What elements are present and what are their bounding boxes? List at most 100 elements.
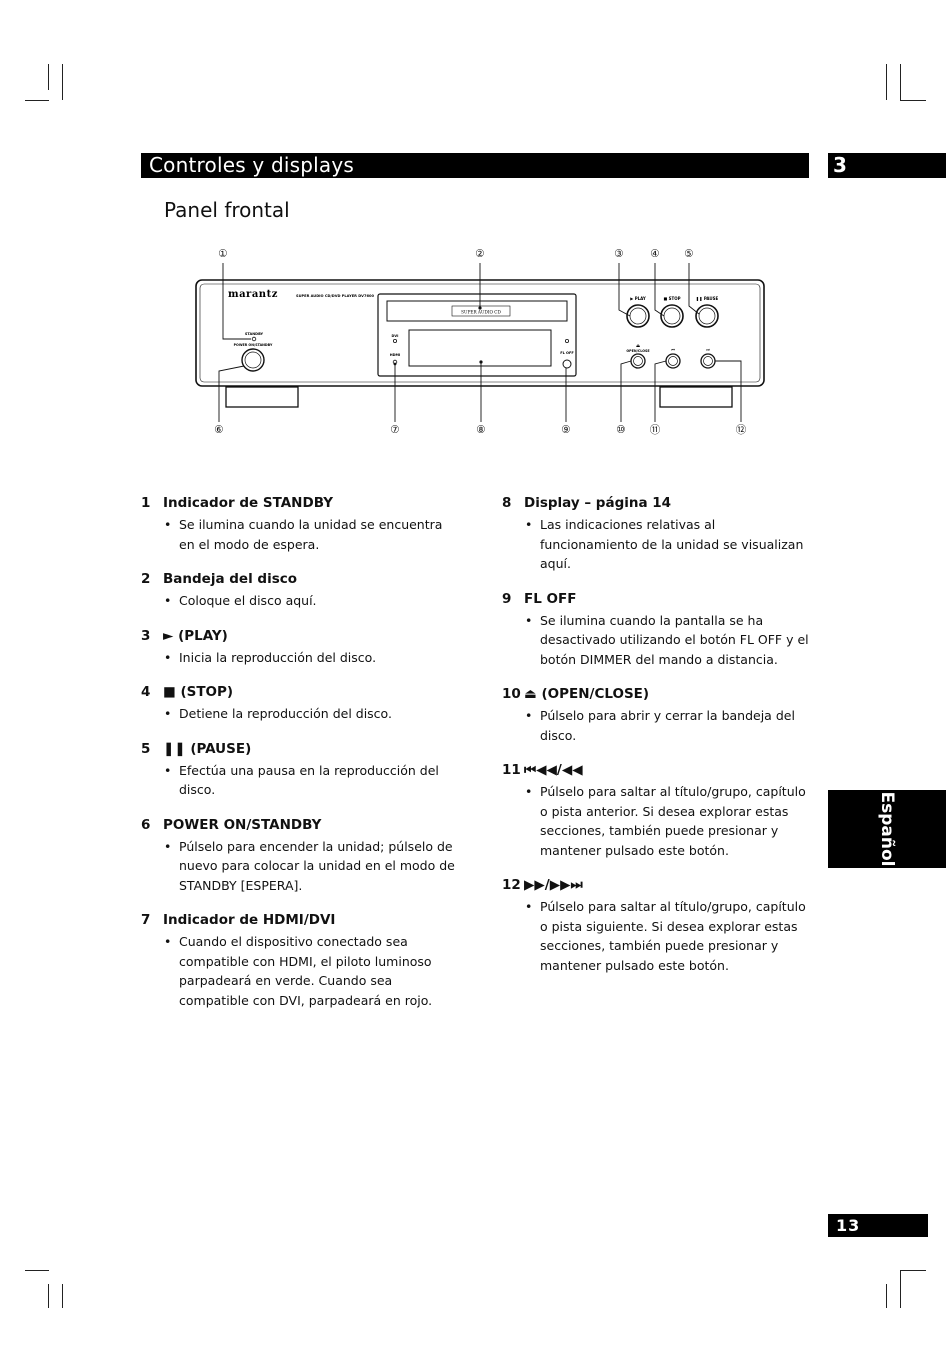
callout-11: ⑪ [650,424,661,436]
bullet-icon: • [164,517,172,532]
item-number: 8 [502,495,512,511]
list-item: 6 POWER ON/STANDBY • Púlselo para encender… [141,816,461,896]
open-close-button[interactable] [630,353,646,369]
bullet-icon: • [164,762,172,778]
bullet-icon: • [525,612,533,628]
item-description: Efectúa una pausa en la reproducción del… [179,762,439,798]
item-description: Detiene la reproducción del disco. [179,706,392,721]
bullet-icon: • [525,899,533,914]
language-tab: Español [828,790,946,868]
item-description: Se ilumina cuando la unidad se encuentra… [179,517,443,552]
leader-lines [218,263,742,422]
disc-tray [386,300,568,322]
open-close-label: OPEN/CLOSE [626,349,650,353]
bullet-icon: • [525,784,533,799]
callout-8: ⑧ [476,424,485,436]
crop-mark [62,1284,63,1308]
crop-mark [886,1284,887,1308]
item-number: 5 [141,740,151,757]
item-title: ► (PLAY) [163,627,228,644]
section-title: Controles y displays [149,153,355,177]
list-item: 3► (PLAY) •Inicia la reproducción del di… [141,627,461,668]
page-subtitle: Panel frontal [164,198,290,222]
stop-label: ■ STOP [663,296,680,301]
item-description: Púlselo para abrir y cerrar la bandeja d… [540,708,795,743]
list-item: 9 FL OFF • Se ilumina cuando la pantalla s… [502,590,812,670]
bullet-icon: • [164,593,172,608]
list-item: 10⏏ (OPEN/CLOSE) •Púlselo para abrir y c… [502,685,812,745]
skip-back-button[interactable] [665,353,681,369]
item-title: ▶▶/▶▶⏭ [524,877,583,893]
item-number: 9 [502,590,512,607]
crop-mark [48,64,49,90]
list-item: 8 Display – página 14 • Las indicaciones r… [502,494,812,574]
crop-mark [900,64,901,100]
section-title-bar: Controles y displays [141,153,809,178]
item-title: POWER ON/STANDBY [163,816,322,833]
callout-2: ② [475,248,484,260]
power-label: POWER ON/STANDBY [234,343,273,347]
item-title: Display – página 14 [524,495,672,511]
disc-tray-frame [377,293,577,377]
list-item: 2 Bandeja del disco • Coloque el disco aqu… [141,570,461,611]
play-label: ▶ PLAY [630,296,646,301]
item-number: 10 [502,686,521,702]
bullet-icon: • [525,517,533,532]
item-number: 7 [141,912,151,928]
brand-logo: marantz [228,289,278,300]
item-title: ■ (STOP) [163,684,234,700]
language-label: Español [877,791,897,867]
skip-forward-icon: ⏭ [706,347,710,352]
item-description: Púlselo para saltar al título/grupo, cap… [540,899,806,973]
fl-off-led [565,338,570,343]
item-title: Bandeja del disco [163,571,298,587]
list-item: 5❚❚ (PAUSE) •Efectúa una pausa en la rep… [141,740,461,800]
sacd-logo: SUPER AUDIO CD [461,310,501,315]
bullet-icon: • [525,708,533,723]
callout-12: ⑫ [736,424,747,436]
item-title: Indicador de STANDBY [163,495,334,511]
item-number: 4 [141,684,151,700]
list-item: 11⏮◀◀/◀◀ • Púlselo para saltar al título/… [502,761,812,860]
dvi-label: DVI [392,334,399,338]
crop-mark [25,1270,49,1271]
right-foot [659,386,733,408]
model-label: SUPER AUDIO CD/DVD PLAYER DV7600 [296,294,374,298]
item-number: 2 [141,571,151,587]
item-title: ⏮◀◀/◀◀ [524,762,583,778]
fl-off-button[interactable] [562,359,572,369]
front-panel-diagram: ① ② ③ ④ ⑤ ⑥ ⑦ ⑧ ⑨ ⑩ ⑪ ⑫ marantz SUPER AU… [195,248,765,436]
item-title: Indicador de HDMI/DVI [163,912,336,928]
fl-off-label: FL OFF [560,351,574,355]
bullet-icon: • [164,934,172,949]
item-title: FL OFF [524,590,577,607]
callout-10: ⑩ [616,424,625,436]
item-number: 12 [502,877,521,893]
page-number-bar: 13 [828,1214,928,1237]
item-number: 11 [502,762,521,778]
crop-mark [48,1284,49,1308]
callout-6: ⑥ [214,424,223,436]
chapter-number: 3 [833,153,847,177]
crop-mark [900,100,926,101]
item-description: Púlselo para saltar al título/grupo, cap… [540,784,806,858]
bullet-icon: • [164,838,172,854]
crop-mark [886,64,887,100]
item-description: Las indicaciones relativas al funcionami… [540,517,804,571]
item-description: Coloque el disco aquí. [179,593,317,608]
hdmi-label: HDMI [390,353,401,357]
callout-1: ① [218,248,227,260]
item-description: Se ilumina cuando la pantalla se ha desa… [540,612,809,667]
callout-9: ⑨ [561,424,570,436]
crop-mark [900,1270,926,1271]
bullet-icon: • [164,706,172,721]
pause-label: ❚❚ PAUSE [696,296,719,301]
standby-led [251,336,257,342]
item-description: Inicia la reproducción del disco. [179,649,377,665]
callout-4: ④ [650,248,659,260]
item-number: 6 [141,816,151,833]
item-description: Púlselo para encender la unidad; púlselo… [179,838,455,893]
skip-forward-button[interactable] [700,353,716,369]
